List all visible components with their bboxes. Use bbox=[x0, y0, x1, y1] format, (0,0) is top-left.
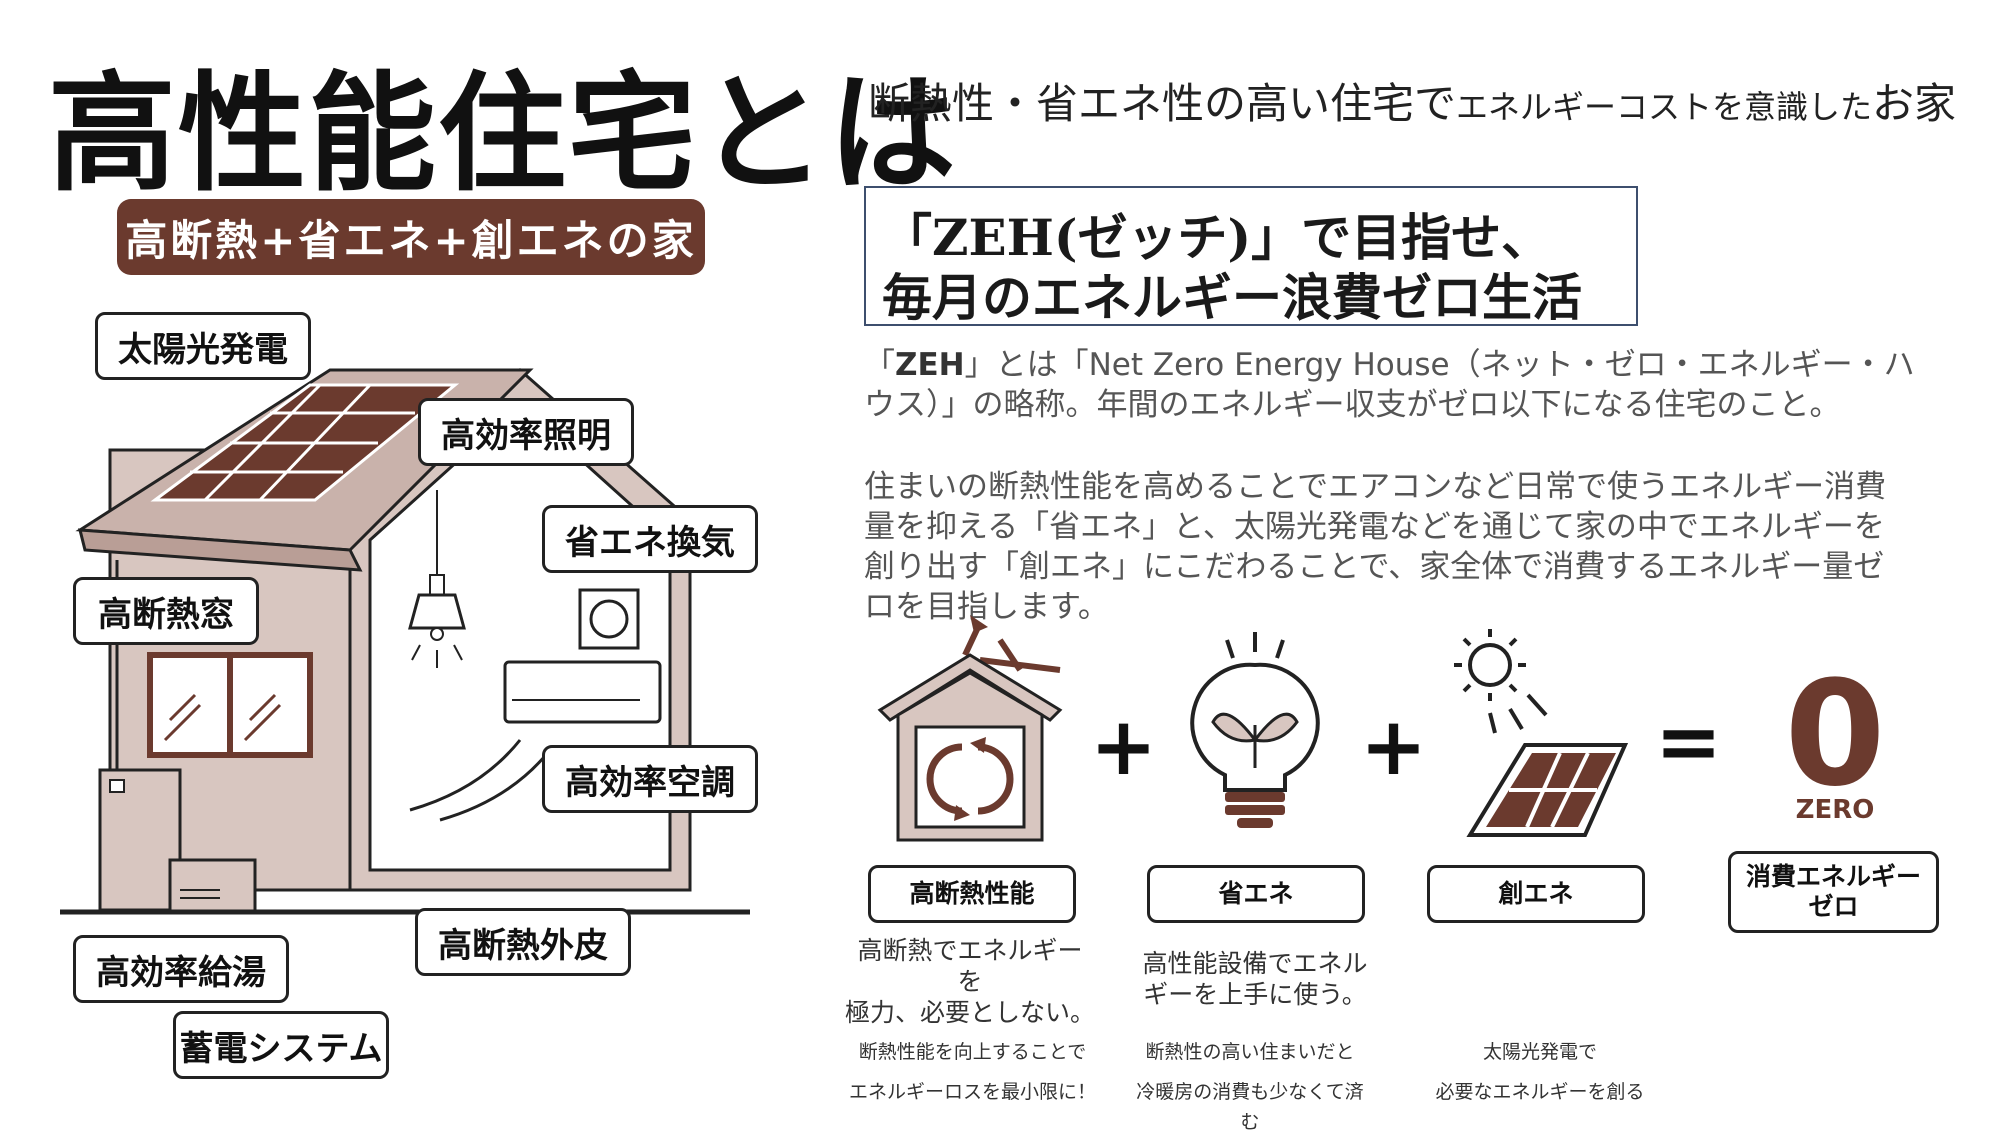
air-conditioner bbox=[503, 660, 662, 724]
zero-word: ZERO bbox=[1795, 795, 1875, 825]
zero-consumption-line2: ゼロ bbox=[1808, 892, 1859, 921]
desc-high-insulation: 高断熱でエネルギー を 極力、必要としない。 bbox=[844, 936, 1095, 1027]
description-line1: 住まいの断熱性能を高めることでエアコンなど日常で使うエネルギー消費 bbox=[864, 469, 1887, 505]
definition-open-quote: 「 bbox=[864, 347, 895, 383]
page-subtitle: 断熱性・省エネ性の高い住宅でエネルギーコストを意識したお家 bbox=[868, 70, 1956, 131]
subtitle-part3: お家 bbox=[1872, 79, 1957, 128]
label-insulated-window: 高断熱窓 bbox=[73, 577, 259, 645]
desc-energy-saving: 高性能設備でエネル ギーを上手に使う。 bbox=[1142, 949, 1368, 1009]
zeh-heading-line2: 毎月のエネルギー浪費ゼロ生活 bbox=[882, 268, 1582, 327]
definition-bold-term: ZEH bbox=[895, 347, 965, 383]
description-line2: 量を抑える「省エネ」と、太陽光発電などを通じて家の中でエネルギーを bbox=[864, 509, 1885, 545]
label-insulated-envelope: 高断熱外皮 bbox=[415, 908, 631, 976]
zeh-heading-box: 「ZEH(ゼッチ)」で目指せ、 毎月のエネルギー浪費ゼロ生活 bbox=[864, 186, 1638, 327]
concept-banner: 高断熱+省エネ+創エネの家 bbox=[117, 199, 705, 275]
subtitle-part1: 断熱性・省エネ性の高い住宅で bbox=[868, 79, 1457, 128]
zeh-definition: 「ZEH」とは「Net Zero Energy House（ネット・ゼロ・エネル… bbox=[864, 345, 1974, 425]
label-efficient-ventilation: 省エネ換気 bbox=[542, 505, 758, 573]
label-energy-creation: 創エネ bbox=[1427, 865, 1645, 923]
equals-sign: = bbox=[1655, 695, 1723, 788]
label-solar-power: 太陽光発電 bbox=[95, 312, 311, 380]
note-high-insulation: 断熱性能を向上することで エネルギーロスを最小限に！ bbox=[848, 1041, 1096, 1103]
label-battery-system: 蓄電システム bbox=[173, 1011, 389, 1079]
plus-sign-2: + bbox=[1360, 700, 1428, 793]
label-energy-saving: 省エネ bbox=[1147, 865, 1365, 923]
lightbulb-icon bbox=[1190, 632, 1320, 828]
zero-digit: 0 bbox=[1784, 650, 1886, 819]
label-efficient-lighting: 高効率照明 bbox=[418, 398, 634, 466]
zeh-description: 住まいの断熱性能を高めることでエアコンなど日常で使うエネルギー消費 量を抑える「… bbox=[864, 467, 1974, 627]
definition-line1: 」とは「Net Zero Energy House（ネット・ゼロ・エネルギー・ハ bbox=[964, 347, 1915, 383]
label-efficient-water-heater: 高効率給湯 bbox=[73, 935, 289, 1003]
battery-unit bbox=[168, 858, 257, 914]
description-line4: ロを目指します。 bbox=[864, 589, 1109, 625]
zero-consumption-line1: 消費エネルギー bbox=[1745, 862, 1921, 891]
pendant-light bbox=[408, 593, 466, 630]
zeh-heading-line1: 「ZEH(ゼッチ)」で目指せ、 bbox=[882, 208, 1552, 267]
insulated-house-icon bbox=[877, 615, 1063, 842]
plus-sign-1: + bbox=[1090, 700, 1158, 793]
roof-edge bbox=[78, 528, 363, 572]
label-efficient-aircon: 高効率空調 bbox=[542, 745, 758, 813]
solar-panel-icon bbox=[1454, 629, 1629, 837]
label-high-insulation: 高断熱性能 bbox=[868, 865, 1076, 923]
label-zero-consumption: 消費エネルギー ゼロ bbox=[1728, 851, 1939, 933]
subtitle-part2: エネルギーコストを意識した bbox=[1456, 88, 1873, 126]
note-energy-saving: 断熱性の高い住まいだと 冷暖房の消費も少なくて済 む bbox=[1136, 1041, 1364, 1133]
note-energy-creation: 太陽光発電で 必要なエネルギーを創る bbox=[1435, 1041, 1645, 1103]
definition-line2: ウス）」の略称。年間のエネルギー収支がゼロ以下になる住宅のこと。 bbox=[864, 387, 1841, 423]
description-line3: 創り出す「創エネ」にこだわることで、家全体で消費するエネルギー量ゼ bbox=[864, 549, 1885, 585]
page-title: 高性能住宅とは bbox=[48, 60, 959, 209]
